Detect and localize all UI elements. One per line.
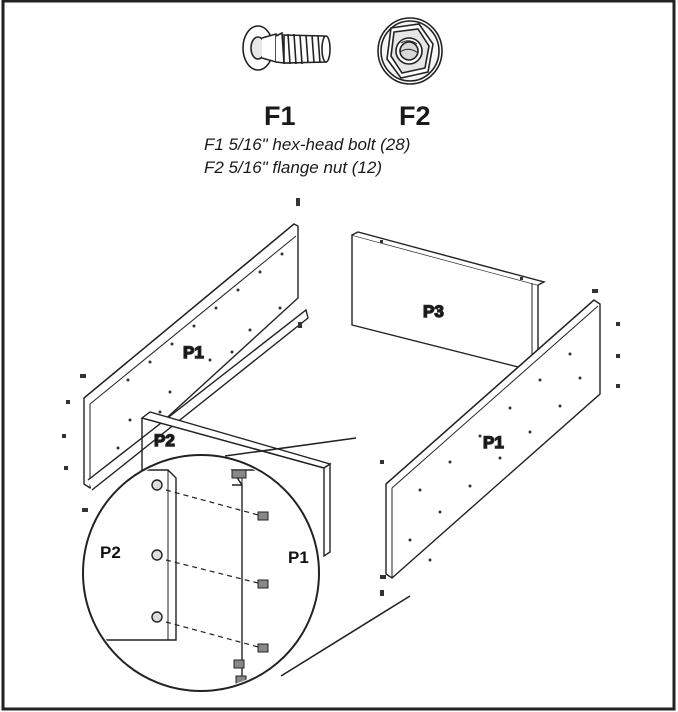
detail-p1-label: P1 [288,548,309,567]
panel-p1-right-label: P1 [483,433,504,452]
panel-p3-back-label: P3 [423,302,444,321]
panel-p1-left: P1 [62,198,309,512]
flange-nut-icon [377,17,443,85]
panel-p3-back: P3 [351,231,546,373]
hardware-f1-label: F1 [264,101,296,131]
hardware-f1-description: F1 5/16" hex-head bolt (28) [204,135,411,154]
detail-magnifier: P2 P1 [82,454,320,692]
panel-p1-right: P1 [380,289,620,596]
detail-p2-label: P2 [100,543,121,562]
panel-p1-right-screws [380,289,620,596]
hex-head-bolt-icon [242,25,331,71]
panel-p1-left-screws [62,198,302,512]
detail-bolt-icons [231,469,269,685]
panel-p1-left-label: P1 [183,343,204,362]
hardware-f2-label: F2 [399,101,431,131]
detail-bolt-alignment-lines [165,489,263,649]
panel-p2-front-label: P2 [154,431,175,450]
hardware-f2-description: F2 5/16" flange nut (12) [204,158,383,177]
detail-callout-line [224,437,411,677]
